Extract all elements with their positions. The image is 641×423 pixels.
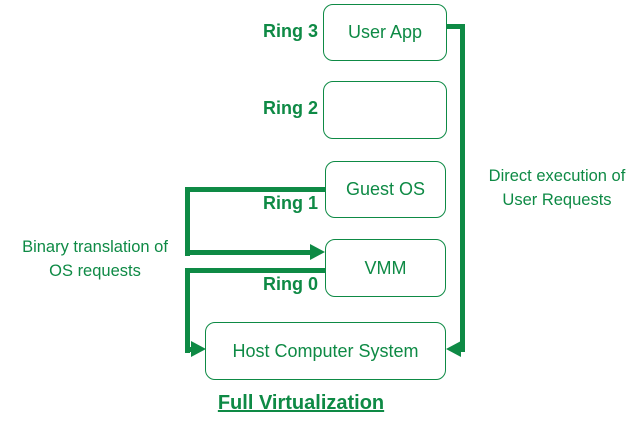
- binary-translation-shaft-to-vmm: [185, 250, 312, 255]
- guest-os-box: Guest OS: [325, 161, 446, 218]
- ring2-label: Ring 2: [262, 98, 318, 118]
- user-app-box-label: User App: [347, 22, 423, 42]
- direct-execution-annotation-line2: User Requests: [502, 191, 612, 209]
- ring0-line: [185, 268, 325, 273]
- arrowhead-into-host-left-icon: [191, 341, 206, 357]
- arrowhead-into-vmm-icon: [310, 244, 325, 260]
- vmm-box: VMM: [325, 239, 446, 297]
- binary-translation-shaft-to-host: [185, 347, 193, 352]
- direct-execution-annotation: Direct execution of User Requests: [468, 164, 641, 212]
- binary-translation-annotation-line2: OS requests: [49, 262, 141, 280]
- ring0-label: Ring 0: [262, 274, 318, 294]
- vmm-box-label: VMM: [364, 257, 407, 278]
- binary-translation-vertical-line-1: [185, 187, 190, 256]
- host-computer-system-box-label: Host Computer System: [232, 340, 419, 361]
- ring3-label: Ring 3: [262, 21, 318, 41]
- direct-execution-shaft-to-host: [458, 347, 465, 352]
- host-computer-system-box: Host Computer System: [205, 322, 446, 380]
- binary-translation-vertical-line-2: [185, 268, 190, 353]
- diagram-title: Full Virtualization: [217, 392, 385, 414]
- binary-translation-annotation-line1: Binary translation of: [22, 238, 168, 256]
- direct-execution-top-line: [446, 24, 465, 29]
- direct-execution-vertical-line: [460, 24, 465, 352]
- ring1-line: [185, 187, 325, 192]
- binary-translation-annotation: Binary translation of OS requests: [0, 235, 190, 283]
- ring2-empty-box: [323, 81, 447, 139]
- user-app-box: User App: [323, 4, 447, 61]
- direct-execution-annotation-line1: Direct execution of: [488, 167, 626, 185]
- guest-os-box-label: Guest OS: [345, 179, 426, 199]
- arrowhead-into-host-right-icon: [446, 341, 461, 357]
- ring1-label: Ring 1: [262, 193, 318, 213]
